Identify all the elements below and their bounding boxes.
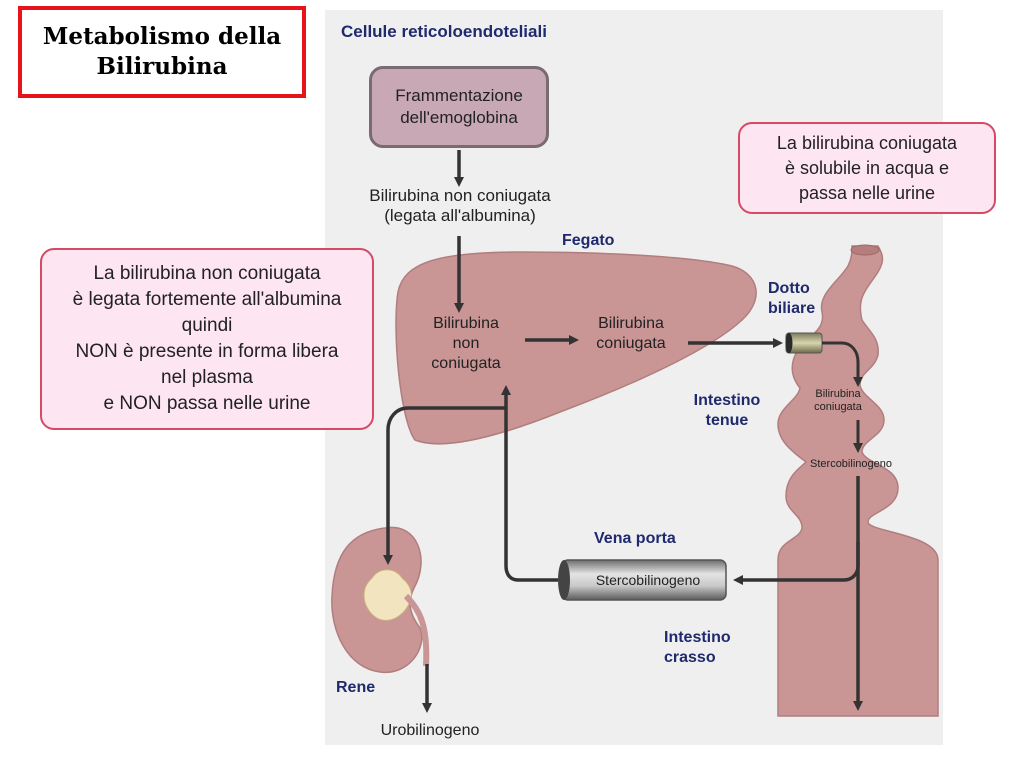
text-liver-c-line-2: coniugata (596, 335, 666, 352)
note-conjugated-soluble: La bilirubina coniugata è solubile in ac… (738, 122, 996, 214)
label-crasso-line-1: Intestino (664, 629, 731, 646)
text-liver-nc-line-1: Bilirubina (433, 315, 499, 332)
box-hemoglobin-fragmentation: Frammentazione dell'emoglobina (369, 66, 549, 148)
label-bile-duct-line-1: Dotto (768, 280, 810, 297)
text-bili-nc-line-2: (legata all'albumina) (384, 206, 536, 225)
text-liver-c-line-1: Bilirubina (598, 315, 664, 332)
text-liver-nc-line-2: non (452, 335, 480, 352)
intestine-top-opening (850, 244, 880, 256)
note-left-line-6: e NON passa nelle urine (103, 393, 311, 414)
note-left-line-3: quindi (181, 315, 233, 336)
text-urobilinogen: Urobilinogeno (380, 722, 480, 739)
note-right-line-3: passa nelle urine (798, 182, 936, 203)
label-tenue-line-2: tenue (705, 412, 749, 429)
text-vena-stercobilinogen: Stercobilinogeno (595, 572, 701, 588)
label-reticuloendothelial-cells: Cellule reticoloendoteliali (341, 22, 547, 41)
text-bili-nc-line-1: Bilirubina non coniugata (369, 186, 551, 205)
arrow-duct-to-intestine (822, 341, 863, 387)
label-kidney: Rene (336, 679, 376, 696)
arrow-to-vena-porta (733, 542, 860, 585)
label-bile-duct-line-2: biliare (768, 300, 816, 317)
label-liver: Fegato (562, 232, 615, 249)
text-liver-conjugated: Bilirubina coniugata (580, 314, 682, 354)
title-line-2: Bilirubina (96, 53, 228, 80)
arrow-vena-to-liver (501, 385, 558, 582)
liver-shape (395, 251, 757, 445)
label-bile-duct: Dotto biliare (768, 279, 815, 319)
label-tenue-line-1: Intestino (693, 392, 761, 409)
title-line-1: Metabolismo della (42, 23, 282, 50)
text-int-c-line-1: Bilirubina (815, 388, 861, 400)
label-crasso-line-2: crasso (664, 649, 716, 666)
box-frag-line-2: dell'emoglobina (400, 108, 518, 127)
label-large-intestine: Intestino crasso (664, 628, 731, 668)
note-left-line-1: La bilirubina non coniugata (93, 263, 321, 284)
text-intestine-stercobilinogen: Stercobilinogeno (810, 458, 892, 470)
box-frag-line-1: Frammentazione (395, 86, 523, 105)
bile-duct-opening (785, 333, 793, 353)
note-left-line-4: NON è presente in forma libera (75, 341, 339, 362)
note-left-line-5: nel plasma (161, 367, 253, 388)
note-right-line-1: La bilirubina coniugata (776, 132, 958, 153)
text-intestine-conjugated: Bilirubina coniugata (808, 388, 868, 414)
note-left-line-2: è legata fortemente all'albumina (72, 289, 342, 310)
note-unconjugated-albumin: La bilirubina non coniugata è legata for… (40, 248, 374, 430)
ureter (403, 593, 430, 667)
label-small-intestine: Intestino tenue (684, 391, 770, 431)
text-liver-unconjugated: Bilirubina non coniugata (416, 314, 516, 374)
title-box: Metabolismo della Bilirubina (18, 6, 306, 98)
note-right-line-2: è solubile in acqua e (784, 157, 950, 178)
text-unconjugated-bilirubin-albumin: Bilirubina non coniugata (legata all'alb… (340, 186, 580, 226)
text-int-c-line-2: coniugata (814, 401, 862, 413)
text-liver-nc-line-3: coniugata (431, 355, 501, 372)
label-portal-vein: Vena porta (594, 530, 676, 547)
kidney-pelvis (363, 569, 412, 621)
vena-porta-opening (558, 560, 570, 600)
arrow-to-kidney (383, 406, 506, 565)
